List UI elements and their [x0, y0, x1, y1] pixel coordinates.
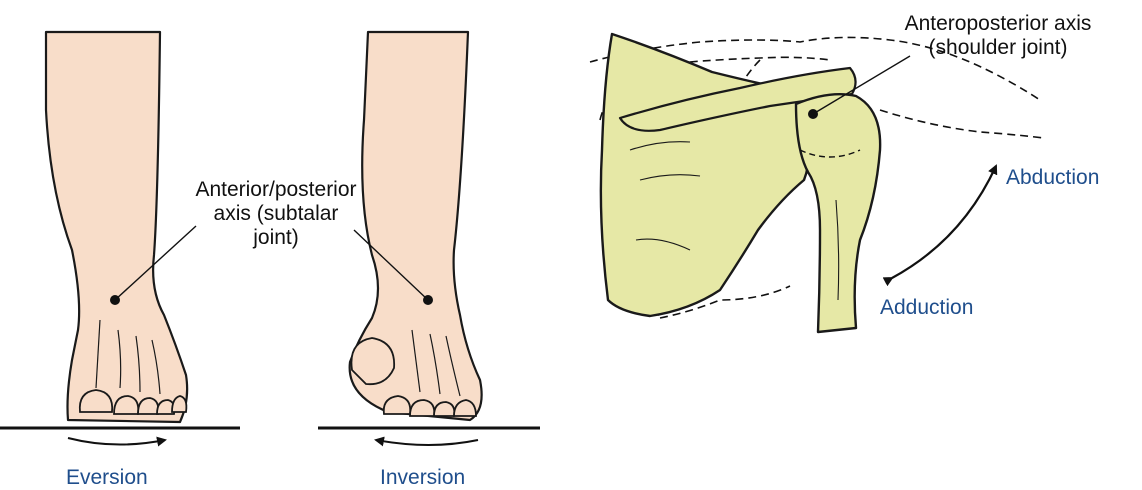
inversion-arrow	[376, 440, 478, 445]
abduction-adduction-arrow	[892, 166, 996, 278]
eversion-label: Eversion	[66, 466, 148, 490]
shoulder-axis-label-line-1: Anteroposterior axis	[904, 12, 1092, 36]
subtalar-axis-label: Anterior/posterior axis (subtalar joint)	[178, 178, 374, 250]
subtalar-axis-label-line-3: joint)	[178, 226, 374, 250]
abduction-label: Abduction	[1006, 166, 1099, 190]
eversion-arrow	[68, 438, 165, 445]
shoulder-axis-label: Anteroposterior axis (shoulder joint)	[904, 12, 1092, 60]
eversion-foot	[46, 32, 196, 422]
subtalar-axis-label-line-1: Anterior/posterior	[178, 178, 374, 202]
subtalar-axis-label-line-2: axis (subtalar	[178, 202, 374, 226]
inversion-label: Inversion	[380, 466, 465, 490]
shoulder-axis-label-line-2: (shoulder joint)	[904, 36, 1092, 60]
shoulder-illustration	[590, 34, 1044, 332]
adduction-label: Adduction	[880, 296, 973, 320]
